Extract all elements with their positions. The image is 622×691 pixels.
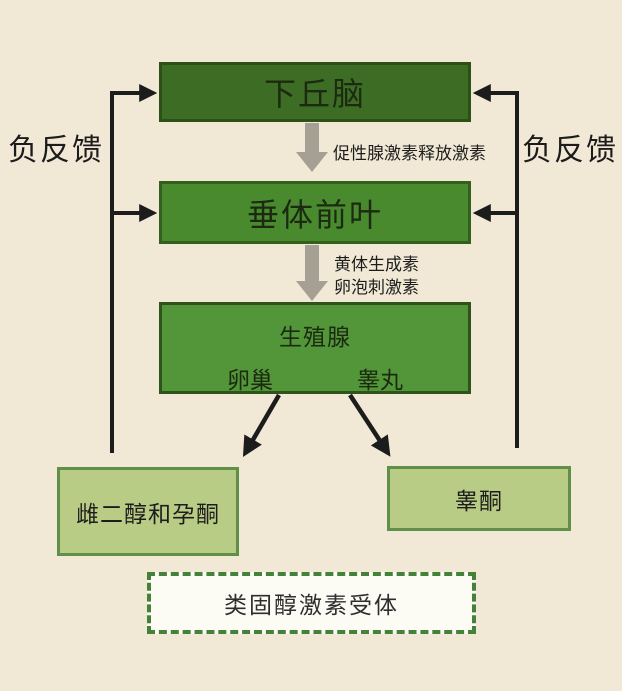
negative-feedback-line-left xyxy=(110,84,158,453)
gonad-box: 生殖腺 卵巢 睾丸 xyxy=(159,302,471,394)
gonad-sublabels: 卵巢 睾丸 xyxy=(162,361,468,395)
testosterone-label: 睾酮 xyxy=(455,488,503,515)
negative-feedback-label-right: 负反馈 xyxy=(522,133,618,168)
fsh-label: 卵泡刺激素 xyxy=(334,278,419,298)
steroid-hormone-receptor-label: 类固醇激素受体 xyxy=(224,593,399,619)
anterior-pituitary-box: 垂体前叶 xyxy=(159,181,471,244)
hypothalamus-label: 下丘脑 xyxy=(263,75,366,113)
hypothalamus-box: 下丘脑 xyxy=(159,62,471,122)
gonad-to-estradiol-arrow xyxy=(242,393,281,458)
testis-label: 睾丸 xyxy=(357,368,403,394)
estradiol-progesterone-label: 雌二醇和孕酮 xyxy=(76,501,220,528)
testosterone-box: 睾酮 xyxy=(387,466,571,531)
negative-feedback-label-left: 负反馈 xyxy=(8,133,104,168)
lh-fsh-arrow xyxy=(296,245,328,301)
gnrh-arrow xyxy=(296,123,328,172)
lh-label: 黄体生成素 xyxy=(334,255,419,275)
ovary-label: 卵巢 xyxy=(227,368,273,394)
lh-fsh-edge-label: 黄体生成素 卵泡刺激素 xyxy=(334,254,419,300)
gonad-label: 生殖腺 xyxy=(279,325,351,351)
estradiol-progesterone-box: 雌二醇和孕酮 xyxy=(57,467,239,556)
steroid-hormone-receptor-box: 类固醇激素受体 xyxy=(147,572,476,634)
gonad-to-testosterone-arrow xyxy=(348,393,391,457)
gnrh-edge-label: 促性腺激素释放激素 xyxy=(333,144,486,164)
negative-feedback-line-right xyxy=(472,84,519,448)
anterior-pituitary-label: 垂体前叶 xyxy=(246,195,383,234)
